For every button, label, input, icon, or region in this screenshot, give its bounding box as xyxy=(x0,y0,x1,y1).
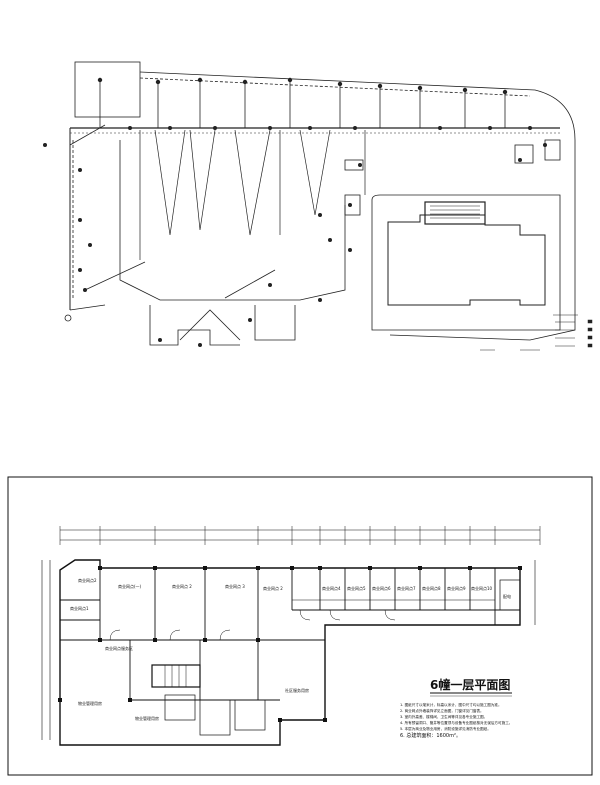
light-pole-markers xyxy=(43,77,547,347)
entry-marker xyxy=(64,314,72,322)
room-label: 商业网点 3 xyxy=(225,583,245,589)
feeder-2 xyxy=(84,261,146,291)
room-label: 商业网点10 xyxy=(471,585,493,591)
room-labels: 商业网点2 商业网点1 商业网点(一) 商业网点 2 商业网点 3 商业网点 2… xyxy=(70,577,511,721)
gate-structure xyxy=(149,305,240,346)
feeder-1 xyxy=(69,124,106,146)
room-label: 商业网点9 xyxy=(447,585,466,591)
door-swings xyxy=(109,609,396,641)
design-notes: 1. 图纸尺寸以毫米计，标高以米计，图中尺寸均以施工图为准。 2. 商业网点外墙… xyxy=(400,702,512,739)
light-line-2 xyxy=(189,129,216,231)
legend-block xyxy=(480,314,593,351)
room-label: 商业网点4 xyxy=(322,585,341,591)
room-label: 配电 xyxy=(503,593,511,599)
room-label: 商业网点服务区 xyxy=(105,645,133,651)
note-line: 1. 图纸尺寸以毫米计，标高以米计，图中尺寸均以施工图为准。 xyxy=(400,702,502,707)
road-edge-outer xyxy=(139,71,576,341)
room-label: 社区服务用房 xyxy=(285,687,309,693)
small-room-3 xyxy=(234,699,266,731)
small-room-1 xyxy=(164,694,196,721)
room-label: 商业网点1 xyxy=(70,605,89,611)
note-line: 6. 总建筑面积：1600m²。 xyxy=(400,732,461,739)
note-line: 4. 所有预留洞口、管井等位置须与设备专业图纸核对无误后方可施工。 xyxy=(400,720,512,725)
residential-site-outline xyxy=(371,194,561,331)
floor-plan-stair-treads xyxy=(164,665,187,687)
light-line-3 xyxy=(234,129,271,236)
note-line: 2. 商业网点外墙装饰详见立面图，门窗详见门窗表。 xyxy=(400,708,484,713)
feeder-4 xyxy=(69,304,106,311)
room-label: 商业网点2 xyxy=(78,577,97,583)
north-building-block xyxy=(74,61,141,118)
residential-building xyxy=(387,214,546,306)
utility-room xyxy=(499,579,521,611)
room-label: 商业网点(一) xyxy=(118,583,142,589)
drawing-title: 6幢一层平面图 xyxy=(430,677,510,692)
building-piece-4 xyxy=(544,139,561,161)
dim-ticks xyxy=(59,526,541,545)
light-line-1 xyxy=(154,129,186,236)
room-label: 物业管理用房 xyxy=(78,700,102,706)
parking-outline xyxy=(119,140,346,301)
feeder-3 xyxy=(224,269,276,299)
building-outline xyxy=(59,559,521,746)
room-label: 商业网点7 xyxy=(397,585,416,591)
note-line: 5. 本层为商业及物业用房，消防设施详见消防专业图纸。 xyxy=(400,726,491,731)
light-line-4 xyxy=(299,129,331,216)
structural-columns xyxy=(58,566,522,722)
room-label: 商业网点 2 xyxy=(172,583,192,589)
gate-roof xyxy=(179,309,241,341)
gate-box xyxy=(254,305,296,341)
building-piece-1 xyxy=(344,159,364,171)
site-plan-top xyxy=(43,61,593,351)
room-label: 物业管理用房 xyxy=(135,715,159,721)
sheet-frame xyxy=(7,476,593,776)
room-label: 商业网点6 xyxy=(372,585,391,591)
stair-treads xyxy=(430,205,480,219)
floor-plan xyxy=(41,526,541,746)
room-label: 商业网点8 xyxy=(422,585,441,591)
room-label: 商业网点5 xyxy=(347,585,366,591)
sheet-border-inner xyxy=(7,476,593,776)
note-line: 3. 室内外高差、楼梯间、卫生间等详见各专业施工图。 xyxy=(400,714,487,719)
floor-plan-stair xyxy=(151,664,201,688)
small-room-2 xyxy=(199,699,231,736)
stair-core xyxy=(424,201,486,225)
building-piece-3 xyxy=(514,144,534,164)
building-piece-2 xyxy=(344,194,361,216)
room-label: 商业网点 2 xyxy=(263,585,283,591)
